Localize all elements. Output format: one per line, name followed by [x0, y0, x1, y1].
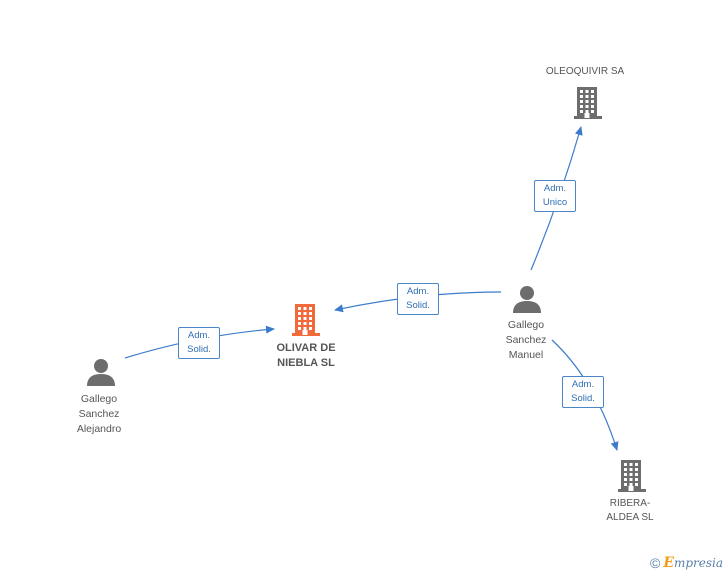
- footer-brand: © Empresia: [650, 555, 723, 571]
- copyright-icon: ©: [650, 555, 661, 571]
- building-icon[interactable]: [291, 302, 321, 338]
- building-icon[interactable]: [573, 85, 603, 121]
- person-icon[interactable]: [512, 284, 542, 314]
- person-icon[interactable]: [86, 357, 116, 387]
- person-label-manuel[interactable]: Gallego Sanchez Manuel: [505, 319, 547, 361]
- edge-label-manuel-olivar: Adm. Solid.: [397, 283, 439, 315]
- edge-label-manuel-ribera: Adm. Solid.: [562, 376, 604, 408]
- company-label-oleoquivir[interactable]: OLEOQUIVIR SA: [545, 66, 625, 77]
- company-label-olivar[interactable]: OLIVAR DE NIEBLA SL: [276, 342, 336, 369]
- brand-logo[interactable]: Empresia: [663, 555, 724, 571]
- edge-label-alejandro-olivar: Adm. Solid.: [178, 327, 220, 359]
- person-label-alejandro[interactable]: Gallego Sanchez Alejandro: [76, 393, 122, 435]
- building-icon[interactable]: [617, 458, 647, 494]
- company-label-ribera[interactable]: RIBERA- ALDEA SL: [606, 498, 654, 523]
- edge-label-manuel-oleoquivir: Adm. Unico: [534, 180, 576, 212]
